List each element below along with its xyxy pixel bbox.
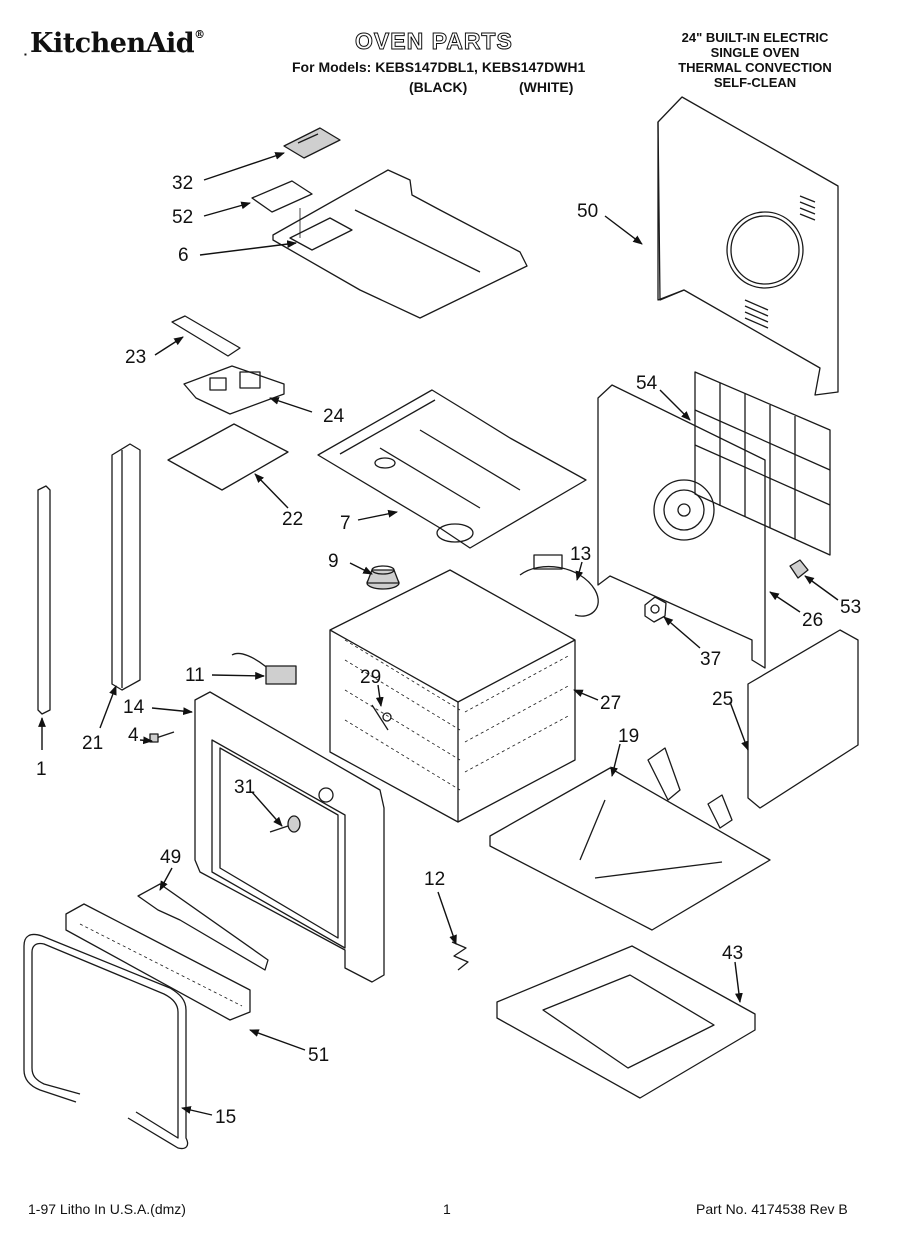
part-43-tray [496,945,756,1099]
callout-13: 13 [570,544,592,565]
callout-50: 50 [577,201,599,222]
callout-32: 32 [172,173,194,194]
part-52-insulation [251,180,313,213]
part-24-switch-assembly [183,365,285,415]
callout-51: 51 [308,1045,330,1066]
callout-37: 37 [700,649,722,670]
callout-9: 9 [328,551,339,572]
part-13-heating-element [519,554,599,617]
part-53-clip [789,559,809,579]
callout-15: 15 [215,1107,237,1128]
brand-logo: KitchenAid® [30,28,205,59]
variant-white: (WHITE) [519,79,574,95]
callout-19: 19 [618,726,640,747]
part-23-bracket [171,315,241,357]
part-21-side-trim [111,443,141,691]
part-11-wire-harness [231,652,297,685]
footer-part-number: Part No. 4174538 Rev B [696,1201,848,1217]
callout-1: 1 [36,759,47,780]
callout-43: 43 [722,943,744,964]
footer-page-number: 1 [443,1201,451,1217]
part-convection-fan-bracket [597,384,766,669]
models-line: For Models: KEBS147DBL1, KEBS147DWH1 [292,59,586,75]
part-27-oven-cavity [329,569,576,823]
callout-11: 11 [185,665,205,686]
callout-52: 52 [172,207,194,228]
callout-14: 14 [123,697,145,718]
part-15-door-gasket [23,933,189,1150]
part-37-fan-nut [644,596,667,623]
callout-6: 6 [178,245,189,266]
part-4-screw [149,731,175,743]
callout-12: 12 [424,869,446,890]
part-6-top-panel [272,169,528,319]
part-51-vent-grille [65,903,251,1021]
registered-dot: ▪ [24,50,27,59]
part-49-bracket [137,883,269,971]
spec-line-3: THERMAL CONVECTION [678,60,832,75]
page-title: OVEN PARTS [355,28,513,55]
brand-mark: ® [194,28,205,41]
part-31-latch [269,815,301,833]
brand-name: KitchenAid [30,28,195,59]
callout-7: 7 [340,513,351,534]
callout-27: 27 [600,693,622,714]
callout-29: 29 [360,667,382,688]
part-54-insulation-mesh [694,371,831,556]
callout-25: 25 [712,689,734,710]
callout-54: 54 [636,373,658,394]
part-50-rear-panel [657,96,839,396]
part-32-plate [283,127,341,159]
spec-line-1: 24" BUILT-IN ELECTRIC [681,30,829,45]
callout-26: 26 [802,610,824,631]
footer-litho: 1-97 Litho In U.S.A.(dmz) [28,1201,186,1217]
callout-53: 53 [840,597,862,618]
callout-4: 4 [128,725,139,746]
callout-49: 49 [160,847,182,868]
part-1-trim-strip [37,485,51,715]
callout-arrows [38,152,839,1116]
part-22-insulation [167,423,289,491]
variant-black: (BLACK) [409,79,468,95]
part-7-upper-panel [317,389,587,549]
spec-line-2: SINGLE OVEN [710,45,800,60]
part-12-spring [451,941,469,971]
callout-21: 21 [82,733,104,754]
callout-22: 22 [282,509,304,530]
callout-23: 23 [125,347,147,368]
spec-line-4: SELF-CLEAN [713,75,797,90]
callout-31: 31 [234,777,256,798]
callout-24: 24 [323,406,345,427]
part-19-bottom-panel [489,747,771,931]
oven-spec: 24" BUILT-IN ELECTRIC SINGLE OVEN THERMA… [655,30,855,90]
part-25-side-panel [747,629,859,809]
part-29-sensor [371,704,392,731]
part-14-front-frame [194,691,385,983]
part-9-fan [366,565,400,590]
